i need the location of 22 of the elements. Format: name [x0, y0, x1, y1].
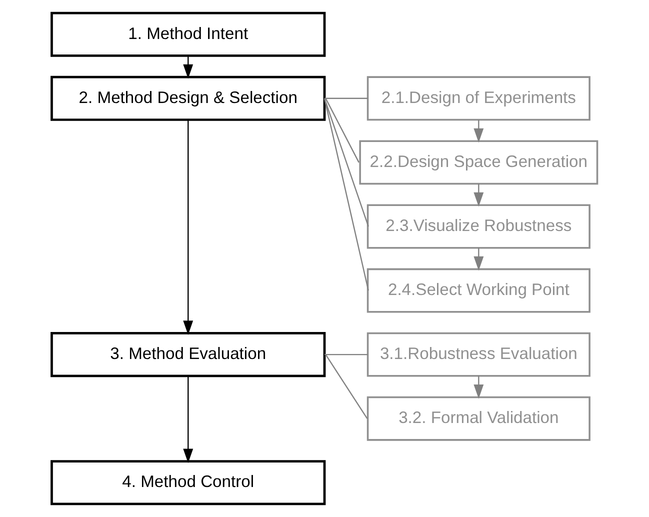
connector: [325, 98, 360, 163]
connector: [324, 98, 368, 99]
node-box: 2.2.Design Space Generation: [359, 140, 598, 185]
node-box: 4. Method Control: [50, 460, 326, 506]
node-box: 3. Method Evaluation: [50, 332, 326, 378]
node-box: 2. Method Design & Selection: [50, 76, 326, 121]
arrow: [474, 184, 484, 207]
arrow: [183, 120, 194, 335]
arrow: [183, 376, 194, 464]
node-box: 3.2. Formal Validation: [366, 396, 590, 441]
arrow: [474, 376, 484, 399]
connector: [325, 354, 368, 419]
connector: [324, 98, 369, 291]
connector: [324, 98, 369, 227]
node-box: 3.1.Robustness Evaluation: [366, 332, 590, 377]
node-box: 2.3.Visualize Robustness: [366, 204, 590, 249]
node-box: 2.1.Design of Experiments: [366, 76, 590, 121]
arrow: [474, 248, 484, 271]
node-box: 1. Method Intent: [50, 12, 326, 57]
arrow: [474, 120, 484, 143]
node-box: 2.4.Select Working Point: [366, 268, 590, 313]
connector: [324, 354, 368, 356]
